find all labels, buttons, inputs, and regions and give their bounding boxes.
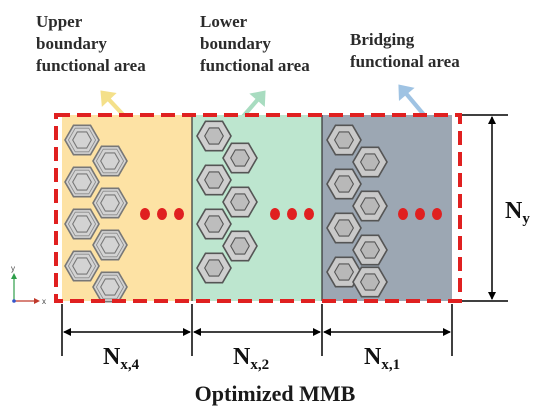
width-dim-x4-main: N	[103, 344, 121, 370]
hexagon-inner-upper-6	[100, 236, 120, 254]
region-label-bridging-line2: functional area	[350, 52, 460, 71]
hexagon-ring-upper-7	[95, 274, 125, 300]
x-axis-head	[34, 298, 40, 304]
hexagon-chains	[64, 120, 388, 303]
hexagon-inner-lower-4	[230, 149, 250, 167]
width-dim-x2-main: N	[233, 344, 251, 370]
width-dim-label-x4: Nx,4	[103, 344, 140, 373]
hexagon-ring-upper-2	[67, 211, 97, 237]
ellipsis-dot-upper-2	[174, 208, 184, 220]
hexagon-inner-upper-0	[72, 131, 92, 149]
ellipsis-dot-bridging-2	[432, 208, 442, 220]
x-axis-label: x	[42, 297, 46, 306]
hexagon-inner-bridging-5	[359, 197, 381, 215]
hexagon-inner-lower-1	[204, 171, 224, 189]
region-label-bridging-line1: Bridging	[350, 30, 415, 49]
ellipsis-dot-lower-0	[270, 208, 280, 220]
ellipsis-dots	[140, 208, 442, 220]
axis-origin	[12, 299, 16, 303]
y-axis-head	[11, 273, 17, 279]
hexagon-inner-upper-1	[72, 173, 92, 191]
ellipsis-dot-bridging-0	[398, 208, 408, 220]
outer-dashed-border	[54, 113, 462, 303]
ellipsis-dot-upper-0	[140, 208, 150, 220]
region-label-lower: Lower boundary functional area	[200, 12, 310, 75]
region-label-upper-line3: functional area	[36, 56, 146, 75]
hexagon-inner-lower-5	[230, 193, 250, 211]
width-dim-x4-sub: x,4	[120, 357, 139, 373]
coordinate-axes: y x	[11, 264, 46, 306]
region-label-bridging: Bridging functional area	[350, 30, 460, 71]
width-dim-label-x2: Nx,2	[233, 344, 269, 373]
width-dim-x1-sub: x,1	[381, 357, 400, 373]
diagram-caption: Optimized MMB	[195, 381, 356, 406]
hexagon-ring-upper-6	[95, 232, 125, 258]
hexagon-inner-bridging-7	[359, 273, 381, 291]
region-label-lower-line1: Lower	[200, 12, 248, 31]
width-dim-x2-sub: x,2	[250, 357, 269, 373]
hexagon-inner-upper-7	[100, 278, 120, 296]
height-dim-main: N	[505, 198, 523, 224]
height-dim-label: Ny	[505, 198, 530, 227]
width-dim-label-x1: Nx,1	[364, 344, 400, 373]
hexagon-inner-upper-2	[72, 215, 92, 233]
hexagon-inner-bridging-4	[359, 153, 381, 171]
hexagon-inner-lower-2	[204, 215, 224, 233]
ellipsis-dot-lower-1	[287, 208, 297, 220]
height-dim-sub: y	[522, 211, 530, 227]
hexagon-inner-upper-5	[100, 194, 120, 212]
hexagon-ring-upper-0	[67, 127, 97, 153]
hexagon-ring-upper-5	[95, 190, 125, 216]
hexagon-ring-upper-4	[95, 148, 125, 174]
hexagon-inner-bridging-0	[333, 131, 355, 149]
hexagon-inner-lower-0	[204, 127, 224, 145]
ellipsis-dot-upper-1	[157, 208, 167, 220]
height-dimension: Ny	[462, 114, 530, 302]
ellipsis-dot-lower-2	[304, 208, 314, 220]
y-axis-label: y	[11, 264, 15, 273]
hexagon-ring-upper-1	[67, 169, 97, 195]
region-label-lower-line3: functional area	[200, 56, 310, 75]
region-label-upper-line2: boundary	[36, 34, 107, 53]
hexagon-inner-upper-3	[72, 257, 92, 275]
hexagon-inner-bridging-1	[333, 175, 355, 193]
hexagon-inner-bridging-3	[333, 263, 355, 281]
region-label-lower-line2: boundary	[200, 34, 271, 53]
ellipsis-dot-bridging-1	[415, 208, 425, 220]
region-label-upper: Upper boundary functional area	[36, 12, 146, 75]
region-label-upper-line1: Upper	[36, 12, 83, 31]
hexagon-inner-upper-4	[100, 152, 120, 170]
width-dim-x1-main: N	[364, 344, 382, 370]
hexagon-inner-bridging-6	[359, 241, 381, 259]
width-dimensions: Nx,4 Nx,2 Nx,1	[61, 304, 453, 373]
hexagon-inner-lower-3	[204, 259, 224, 277]
hexagon-ring-upper-3	[67, 253, 97, 279]
hexagon-inner-bridging-2	[333, 219, 355, 237]
hexagon-inner-lower-6	[230, 237, 250, 255]
